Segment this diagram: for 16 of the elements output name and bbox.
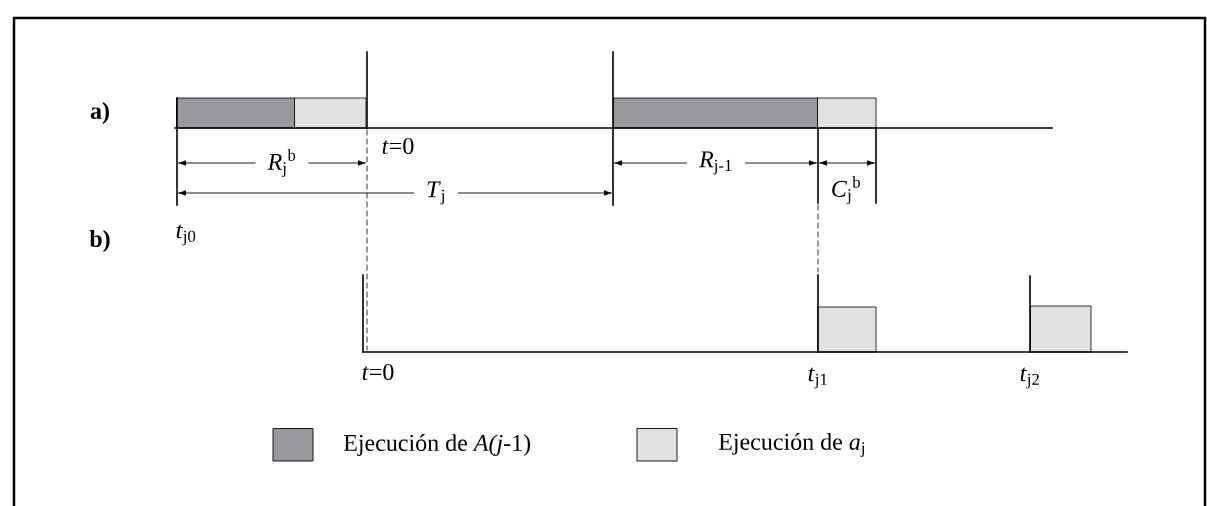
- time-label: C$_{j}$b: [832, 176, 860, 204]
- time-label: t=0: [362, 363, 394, 381]
- execution-bar: [176, 97, 296, 129]
- execution-bar: [817, 97, 877, 129]
- dimension-label: T$_{j}$: [414, 178, 458, 208]
- panel-label: a): [90, 102, 109, 124]
- execution-bar: [294, 97, 367, 129]
- execution-bar: [613, 97, 819, 129]
- legend-text: Ejecución de A(j-1): [343, 434, 531, 456]
- execution-bar: [817, 306, 877, 353]
- panel-label: b): [89, 230, 110, 252]
- legend-text: Ejecución de a$_{j}$: [718, 433, 865, 457]
- dimension-label: R$_{j-1}$: [687, 148, 745, 178]
- dimension-label: R$_{j}$b: [255, 146, 309, 180]
- time-label: t$_{j0}$: [176, 224, 196, 246]
- execution-bar: [1030, 305, 1092, 353]
